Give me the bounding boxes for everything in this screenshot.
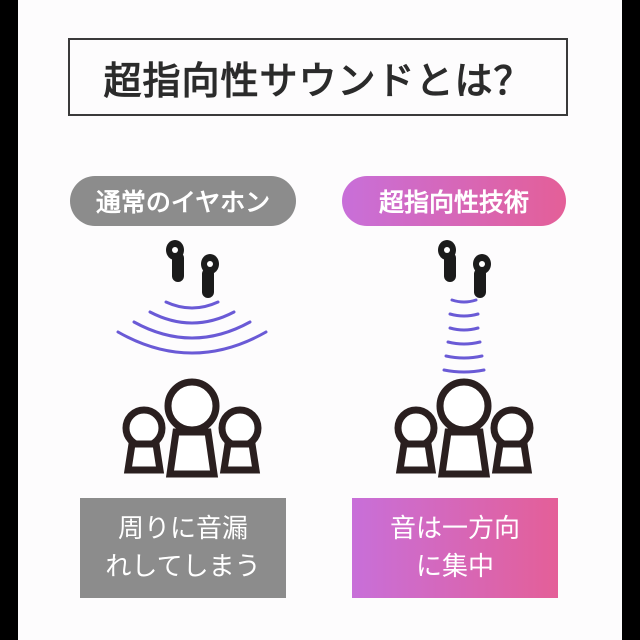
title-rest: サウンドとは？ [259,58,533,103]
people-group-icon [394,378,534,478]
caption-line-2: れしてしまう [105,552,261,582]
wide-sound-waves-icon [116,300,268,355]
title-box: 超指向性サウンドとは？ [68,38,568,116]
caption-line-1: 周りに音漏 [117,514,248,544]
earbuds-icon [438,240,491,298]
title-highlight: 超指向性 [99,50,264,105]
focus-caption: 音は一方向 に集中 [352,498,558,598]
directional-tech-label: 超指向性技術 [342,176,566,226]
leak-caption: 周りに音漏 れしてしまう [80,498,286,598]
normal-earphone-label: 通常のイヤホン [70,176,296,226]
content-panel: 超指向性サウンドとは？ 通常のイヤホン [18,0,622,640]
caption-line-1: 音は一方向 [389,514,520,544]
earbuds-icon [166,240,219,298]
narrow-sound-beam-icon [442,298,486,374]
directional-illustration [394,240,534,478]
caption-line-2: に集中 [415,552,494,582]
people-group-icon [122,378,262,478]
page-title: 超指向性サウンドとは？ [70,40,566,114]
normal-earphone-illustration [116,240,268,478]
